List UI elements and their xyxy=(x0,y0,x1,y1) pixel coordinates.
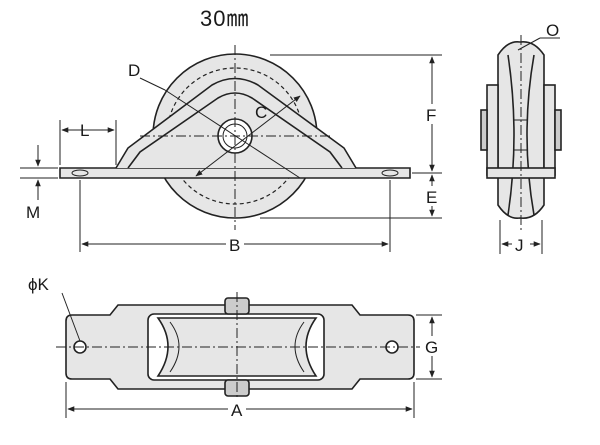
dim-f-gap xyxy=(424,104,440,124)
label-f: F xyxy=(426,106,436,125)
label-e: E xyxy=(426,188,437,207)
dim-j-gap xyxy=(512,234,530,254)
side-view: O J xyxy=(480,21,562,255)
dim-o-leader xyxy=(517,37,541,51)
side-bracket-right xyxy=(543,84,556,176)
dim-d-leader xyxy=(139,77,166,91)
label-k: ϕK xyxy=(28,275,50,294)
side-groove-right xyxy=(526,54,535,216)
mount-hole-left xyxy=(71,169,89,177)
label-d: D xyxy=(128,61,140,80)
dim-e-gap xyxy=(424,186,440,206)
size-title: 30㎜ xyxy=(200,6,249,31)
side-groove-left xyxy=(507,54,515,216)
side-axle-right xyxy=(554,109,562,151)
front-view: D C L M B F E xyxy=(20,45,442,255)
label-l: L xyxy=(80,121,89,140)
label-m: M xyxy=(26,203,40,222)
label-a: A xyxy=(231,401,243,420)
label-b: B xyxy=(229,236,240,255)
label-c: C xyxy=(255,103,267,122)
dim-k-leader xyxy=(61,292,81,342)
dim-g-gap xyxy=(423,336,441,356)
side-bracket-left xyxy=(486,84,499,176)
mount-hole-right xyxy=(381,169,399,177)
label-o: O xyxy=(546,21,559,40)
dim-c-line xyxy=(195,95,301,177)
label-j: J xyxy=(515,236,524,255)
top-view: ϕK G A xyxy=(28,275,442,420)
side-axle-left xyxy=(480,109,488,151)
label-g: G xyxy=(425,338,438,357)
dim-b-gap xyxy=(226,234,244,254)
dim-a-gap xyxy=(228,399,246,419)
